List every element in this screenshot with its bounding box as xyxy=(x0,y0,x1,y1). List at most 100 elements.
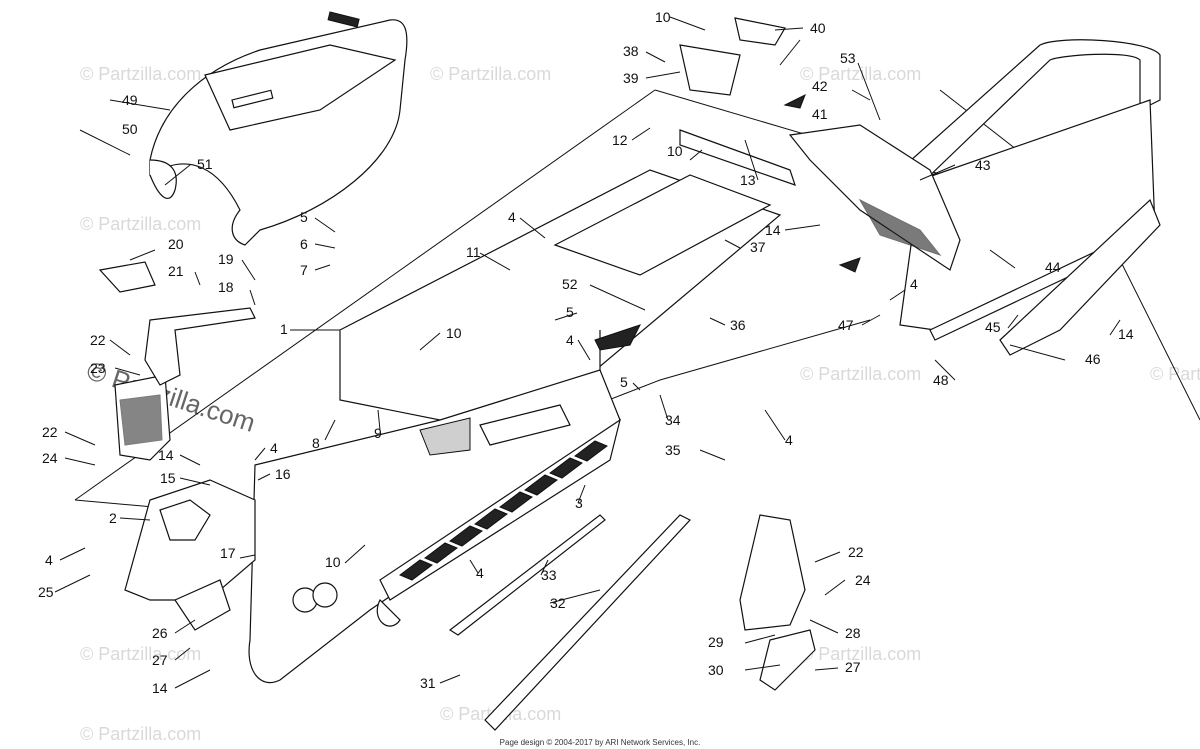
callout-label: 18 xyxy=(218,279,234,295)
callout-label: 25 xyxy=(38,584,54,600)
callout-label: 5 xyxy=(620,374,628,390)
callout-label: 10 xyxy=(667,143,683,159)
callout-label: 45 xyxy=(985,319,1001,335)
callout-label: 44 xyxy=(1045,259,1061,275)
callout-label: 24 xyxy=(42,450,58,466)
callout-label: 2 xyxy=(109,510,117,526)
callout-label: 22 xyxy=(848,544,864,560)
arrow-icon xyxy=(783,93,806,109)
callout-label: 9 xyxy=(374,425,382,441)
leader-lines xyxy=(54,16,1121,689)
callout-label: 52 xyxy=(562,276,578,292)
callout-label: 27 xyxy=(845,659,861,675)
watermark: © Partzilla.com xyxy=(430,64,551,84)
side-bracket-part xyxy=(114,374,171,461)
callout-label: 3 xyxy=(575,495,583,511)
callout-label: 4 xyxy=(785,432,793,448)
watermark: © Partzilla.com xyxy=(800,64,921,84)
callout-label: 5 xyxy=(566,304,574,320)
callout-label: 33 xyxy=(541,567,557,583)
callout-label: 49 xyxy=(122,92,138,108)
footer-text: Page design © 2004-2017 by ARI Network S… xyxy=(500,738,701,747)
callout-label: 22 xyxy=(90,332,106,348)
callout-label: 10 xyxy=(325,554,341,570)
callout-label: 16 xyxy=(275,466,291,482)
callout-label: 8 xyxy=(312,435,320,451)
arrow-icon xyxy=(838,257,861,273)
callout-label: 40 xyxy=(810,20,826,36)
grab-handle-part xyxy=(144,307,256,386)
callout-label: 41 xyxy=(812,106,828,122)
running-board-part xyxy=(379,418,621,601)
callout-label: 23 xyxy=(90,360,106,376)
lower-bracket-part xyxy=(174,579,231,631)
callout-label: 6 xyxy=(300,236,308,252)
watermark: © Partzilla.com xyxy=(80,214,201,234)
watermark: © Partzilla.com xyxy=(80,64,201,84)
callout-label: 36 xyxy=(730,317,746,333)
callout-label: 39 xyxy=(623,70,639,86)
callout-label: 15 xyxy=(160,470,176,486)
callout-label: 43 xyxy=(975,157,991,173)
callout-label: 13 xyxy=(740,172,756,188)
seat-part xyxy=(149,11,408,246)
tail-light-part xyxy=(788,124,961,271)
rail-rods xyxy=(448,514,691,731)
footrest-plate-part xyxy=(739,514,816,691)
watermark: © Partzilla.com xyxy=(800,364,921,384)
callout-labels: 10 40 38 39 53 42 41 12 10 13 43 49 50 5… xyxy=(38,9,1134,696)
callout-label: 19 xyxy=(218,251,234,267)
callout-label: 10 xyxy=(446,325,462,341)
callout-label: 4 xyxy=(270,440,278,456)
snow-flap-part xyxy=(999,198,1161,356)
callout-label: 34 xyxy=(665,412,681,428)
callout-label: 4 xyxy=(508,209,516,225)
callout-label: 32 xyxy=(550,595,566,611)
callout-label: 38 xyxy=(623,43,639,59)
mount-plate-part xyxy=(679,129,796,186)
callout-label: 30 xyxy=(708,662,724,678)
callout-label: 4 xyxy=(476,565,484,581)
callout-label: 5 xyxy=(300,209,308,225)
running-board-grid xyxy=(399,440,608,581)
callout-label: 46 xyxy=(1085,351,1101,367)
callout-label: 7 xyxy=(300,262,308,278)
watermark: © Partzilla.com xyxy=(1150,364,1200,384)
small-covers xyxy=(98,17,786,293)
watermark: © Partzilla.com xyxy=(800,644,921,664)
callout-label: 37 xyxy=(750,239,766,255)
watermark: © Partzilla.com xyxy=(80,724,201,744)
callout-label: 50 xyxy=(122,121,138,137)
callout-label: 17 xyxy=(220,545,236,561)
callout-label: 28 xyxy=(845,625,861,641)
callout-label: 14 xyxy=(158,447,174,463)
direction-arrows xyxy=(783,93,861,273)
callout-label: 29 xyxy=(708,634,724,650)
callout-label: 11 xyxy=(466,244,481,260)
callout-label: 12 xyxy=(612,132,628,148)
callout-label: 35 xyxy=(665,442,681,458)
callout-label: 22 xyxy=(42,424,58,440)
callout-label: 14 xyxy=(765,222,781,238)
callout-label: 53 xyxy=(840,50,856,66)
callout-label: 1 xyxy=(280,321,288,337)
callout-label: 26 xyxy=(152,625,168,641)
callout-label: 10 xyxy=(655,9,671,25)
watermark: © Partzilla.com xyxy=(80,644,201,664)
callout-label: 4 xyxy=(566,332,574,348)
callout-label: 31 xyxy=(420,675,436,691)
callout-label: 14 xyxy=(1118,326,1134,342)
callout-label: 47 xyxy=(838,317,854,333)
callout-label: 24 xyxy=(855,572,871,588)
callout-label: 21 xyxy=(168,263,184,279)
callout-label: 27 xyxy=(152,652,168,668)
callout-label: 20 xyxy=(168,236,184,252)
tunnel-part xyxy=(248,169,782,684)
callout-label: 4 xyxy=(910,276,918,292)
callout-label: 4 xyxy=(45,552,53,568)
callout-label: 51 xyxy=(197,156,213,172)
callout-label: 42 xyxy=(812,78,828,94)
callout-label: 14 xyxy=(152,680,168,696)
bulkhead-part xyxy=(124,479,256,601)
